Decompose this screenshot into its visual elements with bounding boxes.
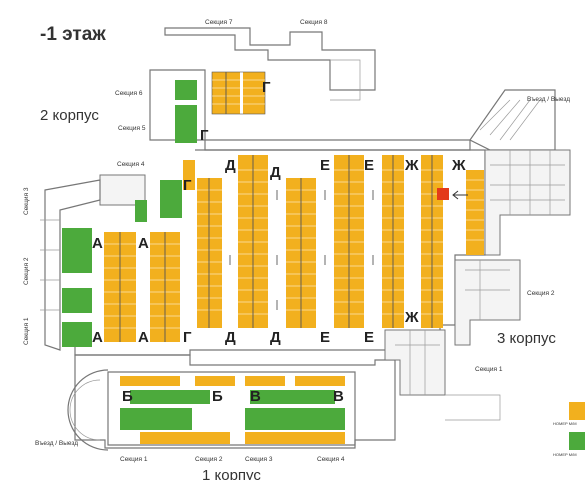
section-1-label: Секция 1 [23, 317, 30, 345]
section-2-label: Секция 2 [23, 257, 30, 285]
zone-E1: Е [320, 157, 330, 174]
section-5-label: Секция 5 [118, 125, 146, 132]
zone-G4: Г [183, 329, 192, 346]
zone-letters: Г Г Г Г Д Д Д Д Е Е Е Е Ж Ж Ж А А А А Б … [92, 79, 466, 405]
section-6-label: Секция 6 [115, 90, 143, 97]
section-labels: Секция 7 Секция 8 Секция 6 Секция 5 Секц… [23, 19, 570, 463]
section-3-label: Секция 3 [23, 187, 30, 215]
exit-top-label: Въезд / Выезд [527, 96, 570, 103]
zone-A2: А [138, 235, 149, 252]
legend-swatch-parking [569, 402, 585, 420]
building-2-label: 2 корпус [40, 107, 99, 124]
zone-B2: Б [212, 388, 223, 405]
parking-spaces [104, 71, 484, 444]
section-4-label: Секция 4 [117, 161, 145, 168]
building-3-label: 3 корпус [497, 330, 556, 347]
zone-E2: Е [364, 157, 374, 174]
zone-Zh2: Ж [451, 157, 466, 174]
zone-A3: А [92, 329, 103, 346]
zone-D1: Д [225, 157, 236, 174]
building-1-label: 1 корпус [202, 467, 261, 480]
zone-E4: Е [364, 329, 374, 346]
zone-A4: А [138, 329, 149, 346]
zone-G3: Г [183, 177, 192, 194]
section-8-label: Секция 8 [300, 19, 328, 26]
k1-section-4-label: Секция 4 [317, 456, 345, 463]
zone-V1: В [250, 388, 261, 405]
zone-E3: Е [320, 329, 330, 346]
storage-rooms [62, 80, 345, 430]
k1-section-1-label: Секция 1 [120, 456, 148, 463]
arrow-left-icon [452, 190, 468, 200]
exit-bottom-label: Въезд / Выезд [35, 440, 78, 447]
zone-V2: В [333, 388, 344, 405]
zone-B1: Б [122, 388, 133, 405]
walls [40, 27, 571, 451]
legend: НОМЕР М/М НОМЕР М/М [553, 402, 585, 457]
highlighted-space [437, 188, 449, 200]
legend-item-1: НОМЕР М/М [553, 421, 577, 426]
k1-section-2-label: Секция 2 [195, 456, 223, 463]
floor-title: -1 этаж [40, 24, 106, 45]
zone-G2: Г [200, 127, 209, 144]
zone-Zh1: Ж [404, 157, 419, 174]
k3-section-2-label: Секция 2 [527, 290, 555, 297]
zone-D4: Д [270, 329, 281, 346]
zone-Zh3: Ж [404, 309, 419, 326]
zone-A1: А [92, 235, 103, 252]
legend-item-2: НОМЕР М/М [553, 452, 577, 457]
legend-swatch-storage [569, 432, 585, 450]
zone-D3: Д [225, 329, 236, 346]
zone-D2: Д [270, 164, 281, 181]
zone-G1: Г [262, 79, 271, 96]
k3-section-1-label: Секция 1 [475, 366, 503, 373]
section-7-label: Секция 7 [205, 19, 233, 26]
k1-section-3-label: Секция 3 [245, 456, 273, 463]
